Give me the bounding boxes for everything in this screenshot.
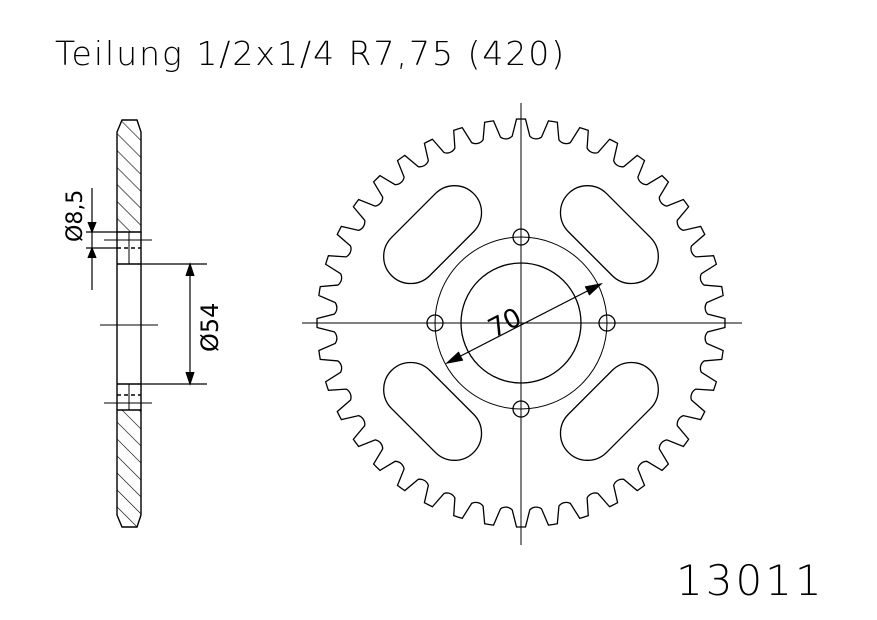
bolt-hole (426, 314, 444, 332)
cutout-slot (383, 185, 483, 285)
label-bolt-hole: Ø8,5 (63, 190, 88, 242)
bolt-holes (426, 228, 616, 418)
bolt-hole (598, 314, 616, 332)
bolt-circle (434, 236, 608, 410)
label-bolt-circle: 70 (484, 302, 527, 344)
dimension-bore (141, 262, 207, 386)
bolt-hole (512, 400, 530, 418)
side-view (100, 119, 158, 528)
side-section-lower (116, 409, 142, 528)
drawing-title: Teilung 1/2x1/4 R7,75 (420) (55, 34, 567, 73)
part-number: 13011 (676, 556, 825, 605)
side-section-upper (116, 119, 142, 233)
hub-circle (460, 262, 582, 384)
cutout-slot (383, 361, 483, 461)
sprocket-outline (316, 118, 726, 528)
cutout-slot (559, 361, 659, 461)
label-bore: Ø54 (196, 303, 224, 352)
cutout-slot (559, 185, 659, 285)
dimension-bolt-hole (86, 188, 117, 290)
dimension-bolt-circle (445, 283, 603, 364)
bolt-hole (512, 228, 530, 246)
